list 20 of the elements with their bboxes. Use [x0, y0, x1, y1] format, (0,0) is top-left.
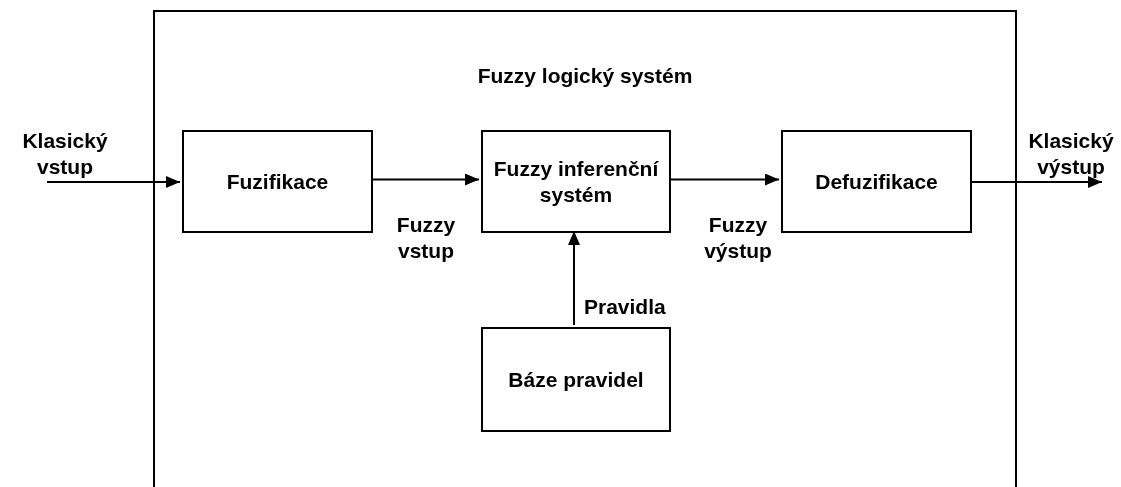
arrow: [370, 173, 480, 186]
box-label: Fuzifikace: [225, 168, 330, 195]
edge-label: Pravidla: [584, 294, 667, 320]
arrow: [568, 230, 580, 326]
box-label: Defuzifikace: [814, 168, 939, 195]
arrow: [969, 176, 1103, 188]
process-box: [182, 130, 373, 233]
edge-label: Fuzzy vstup: [395, 212, 457, 264]
edge-label: Klasický vstup: [21, 128, 109, 180]
box-label: Fuzzy inferenční systém: [492, 155, 660, 208]
process-box: [481, 327, 671, 432]
process-box: [481, 130, 671, 233]
edge-label: Klasický výstup: [1027, 128, 1115, 180]
system-frame: [153, 10, 1017, 487]
box-label: Báze pravidel: [507, 366, 645, 393]
arrow: [668, 173, 780, 186]
frame-title: Fuzzy logický systém: [476, 63, 694, 89]
edge-label: Fuzzy výstup: [703, 212, 773, 264]
process-box: [781, 130, 972, 233]
arrow: [46, 176, 181, 188]
